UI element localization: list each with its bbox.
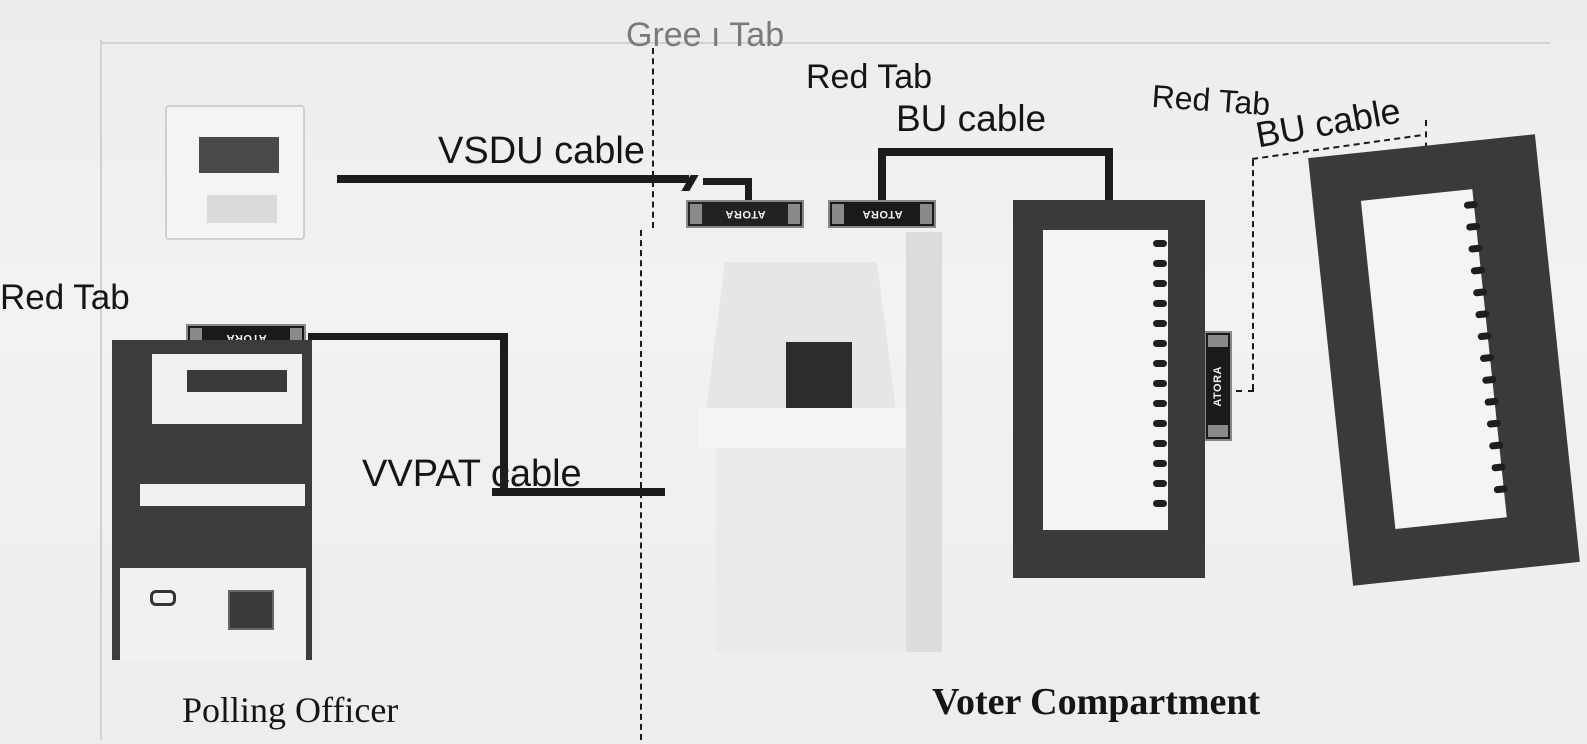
vvpat-cable-vertical	[500, 333, 508, 496]
green-tab-label: Gree ı Tab	[626, 16, 785, 54]
vote-button	[1463, 200, 1479, 210]
vvpat-cable-top-run	[308, 333, 508, 340]
green-tab-connector: ATORA	[686, 200, 804, 228]
vvpat-body	[716, 448, 912, 652]
vvpat-unit	[666, 232, 942, 652]
bu-cable-label-top: BU cable	[896, 98, 1047, 139]
vote-button	[1468, 244, 1483, 253]
ballot-unit	[1013, 200, 1205, 578]
control-unit-lower-panel	[120, 568, 306, 660]
atora-logo: ATORA	[1212, 365, 1224, 407]
vote-button	[1481, 375, 1497, 385]
vote-button	[1153, 500, 1167, 507]
red-tab-dashed-end	[1236, 390, 1254, 392]
compartment-divider	[640, 230, 642, 740]
vsdu-cable-connector-run	[703, 178, 751, 185]
vvpat-ledge	[698, 408, 934, 448]
vsdu-display	[199, 137, 279, 173]
bu-cable-dashed-drop	[1425, 120, 1427, 160]
control-unit-display	[187, 370, 287, 392]
bu-cable-top-right-drop	[1105, 148, 1113, 202]
vote-button	[1153, 380, 1167, 387]
vote-button	[1479, 353, 1495, 363]
bu-cable-top-left-drop	[878, 148, 886, 204]
vvpat-cable-label: VVPAT cable	[362, 453, 582, 495]
control-unit-result-button	[228, 590, 274, 630]
vote-button	[1153, 300, 1167, 307]
vote-button	[1472, 288, 1488, 297]
vote-button	[1470, 266, 1486, 275]
control-unit-divider-panel	[140, 484, 305, 506]
red-tab-dashed-pointer	[1252, 160, 1254, 390]
vsdu-keypad	[207, 195, 277, 223]
vote-button	[1153, 480, 1167, 487]
red-tab-connector-top: ATORA	[828, 200, 936, 228]
vvpat-cable-bottom-run	[492, 488, 665, 496]
vote-button	[1153, 240, 1167, 247]
vsdu-cable-label: VSDU cable	[438, 130, 645, 172]
control-unit-slot	[150, 590, 176, 606]
frame-line-left	[100, 40, 102, 740]
vsdu-cable-connector-drop	[745, 178, 752, 204]
vote-button	[1153, 420, 1167, 427]
bu-cable-label-right: BU cable	[1252, 89, 1404, 156]
frame-line-top	[100, 42, 1550, 44]
vote-button	[1153, 280, 1167, 287]
vote-button	[1153, 260, 1167, 267]
ballot-paper	[1043, 230, 1168, 530]
vsdu-cable-segment	[337, 175, 689, 183]
polling-officer-label: Polling Officer	[182, 690, 399, 730]
red-tab-connector-right: ATORA	[1204, 331, 1232, 441]
vote-button	[1486, 419, 1502, 428]
green-tab-pointer	[652, 48, 654, 228]
vote-button	[1465, 222, 1481, 231]
vote-button	[1477, 331, 1493, 341]
voter-compartment-label: Voter Compartment	[932, 681, 1261, 723]
vote-button	[1488, 441, 1504, 450]
vote-button	[1153, 460, 1167, 467]
atora-logo: ATORA	[861, 208, 903, 220]
red-tab-label-left: Red Tab	[0, 278, 130, 317]
red-tab-label-top: Red Tab	[806, 58, 933, 96]
vote-button	[1153, 440, 1167, 447]
vote-button	[1153, 320, 1167, 327]
vsdu-unit	[165, 105, 305, 240]
vvpat-window	[786, 342, 852, 408]
vote-button	[1153, 360, 1167, 367]
vote-button	[1475, 310, 1490, 319]
atora-logo: ATORA	[724, 208, 766, 220]
vote-button	[1484, 397, 1499, 406]
bu-cable-top-run	[878, 148, 1113, 156]
vote-button	[1153, 400, 1167, 407]
compartment-panel	[906, 232, 942, 652]
vote-button	[1491, 463, 1506, 472]
vote-button	[1493, 485, 1509, 494]
vote-button	[1153, 340, 1167, 347]
control-unit	[112, 340, 312, 660]
ballot-unit-second	[1308, 134, 1580, 586]
